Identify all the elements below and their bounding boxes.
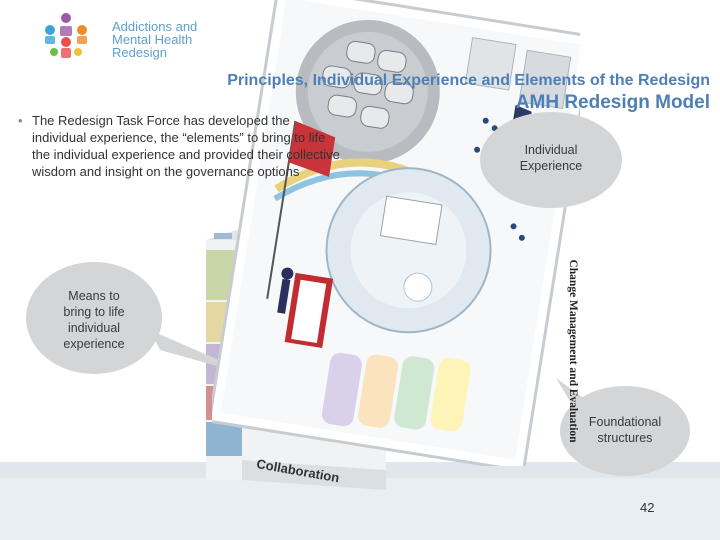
callout-means-line-3: individual: [26, 320, 162, 336]
callout-individual-experience: Individual Experience: [480, 112, 622, 208]
page-number: 42: [640, 500, 654, 515]
bullet-text: The Redesign Task Force has developed th…: [32, 112, 342, 180]
bullet-dot-icon: •: [18, 112, 23, 129]
slide-subtitle: AMH Redesign Model: [420, 92, 710, 114]
logo-text: Addictions and Mental Health Redesign: [112, 20, 197, 59]
callout-means-line-1: Means to: [26, 288, 162, 304]
change-management-label: Change Management and Evaluation: [550, 256, 580, 446]
logo-line-3: Redesign: [112, 46, 197, 59]
callout-means-line-4: experience: [26, 336, 162, 352]
slide-title: Principles, Individual Experience and El…: [200, 72, 710, 90]
callout-means-to-bring-to-life: Means to bring to life individual experi…: [26, 262, 162, 374]
callout-means-line-2: bring to life: [26, 304, 162, 320]
logo-figures-icon: [36, 8, 96, 68]
redesign-model-image: [212, 0, 580, 466]
callout-individual-line-1: Individual: [480, 142, 622, 158]
amh-redesign-logo: Addictions and Mental Health Redesign: [36, 8, 226, 68]
callout-individual-line-2: Experience: [480, 158, 622, 174]
